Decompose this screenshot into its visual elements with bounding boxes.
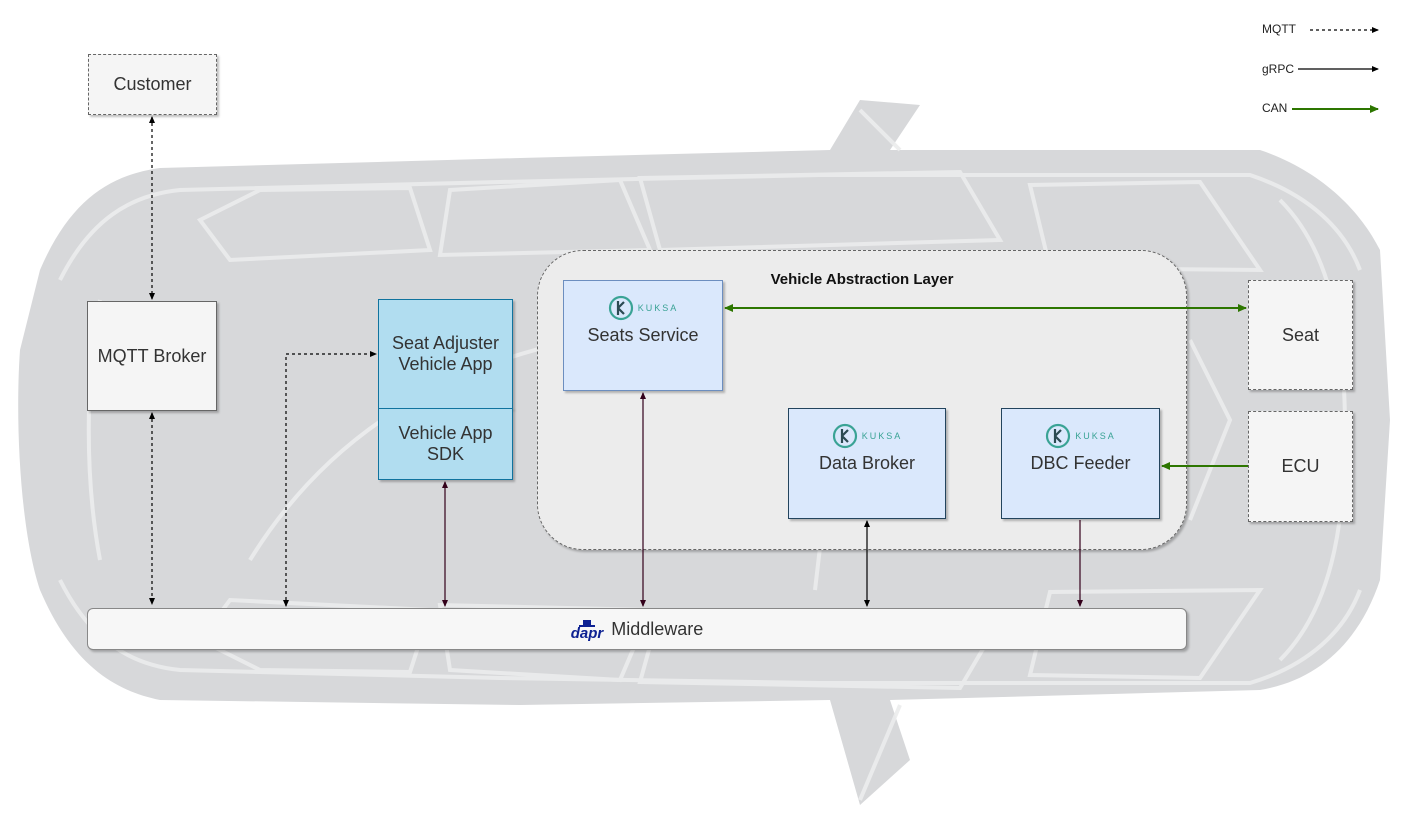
vehicle-abstraction-layer-title: Vehicle Abstraction Layer: [770, 271, 954, 288]
dbc-feeder-node: KUKSA DBC Feeder: [1001, 408, 1160, 519]
mqtt-broker-label: MQTT Broker: [97, 345, 207, 366]
seat-adjuster-label: Seat Adjuster Vehicle App: [391, 333, 500, 374]
ecu-label: ECU: [1281, 456, 1320, 476]
customer-node: Customer: [88, 54, 217, 115]
dapr-hat-icon: [578, 619, 595, 627]
dapr-wordmark: dapr: [570, 624, 604, 642]
customer-label: Customer: [113, 74, 192, 94]
kuksa-wordmark: KUKSA: [1075, 430, 1116, 441]
data-broker-node: KUKSA Data Broker: [788, 408, 946, 519]
seat-label: Seat: [1281, 324, 1320, 345]
kuksa-wordmark: KUKSA: [861, 430, 903, 441]
kuksa-icon: [608, 295, 633, 321]
legend-can-label: CAN: [1262, 101, 1288, 115]
legend-mqtt-label: MQTT: [1262, 22, 1296, 36]
kuksa-icon: [832, 423, 857, 449]
dbc-feeder-label: DBC Feeder: [1030, 453, 1131, 473]
legend-grpc-label: gRPC: [1262, 62, 1295, 76]
ecu-node: ECU: [1248, 411, 1353, 522]
vehicle-app-sdk-node: Vehicle App SDK: [378, 408, 513, 480]
dapr-logo: dapr: [570, 619, 604, 642]
middleware-seat-adjuster-connector: [283, 351, 377, 607]
middleware-bar: dapr Middleware: [87, 608, 1187, 650]
mqtt-broker-node: MQTT Broker: [87, 301, 217, 411]
data-broker-label: Data Broker: [818, 453, 916, 473]
seats-service-label: Seats Service: [587, 325, 699, 345]
middleware-label: Middleware: [611, 618, 704, 639]
vehicle-app-sdk-label: Vehicle App SDK: [398, 423, 493, 464]
kuksa-logo: KUKSA: [608, 295, 679, 321]
kuksa-wordmark: KUKSA: [637, 302, 679, 313]
seats-service-node: KUKSA Seats Service: [563, 280, 723, 391]
seat-adjuster-vehicle-app-node: Seat Adjuster Vehicle App: [378, 299, 513, 409]
kuksa-logo: KUKSA: [1045, 423, 1116, 449]
seat-node: Seat: [1248, 280, 1353, 390]
kuksa-logo: KUKSA: [832, 423, 903, 449]
kuksa-icon: [1046, 423, 1071, 449]
